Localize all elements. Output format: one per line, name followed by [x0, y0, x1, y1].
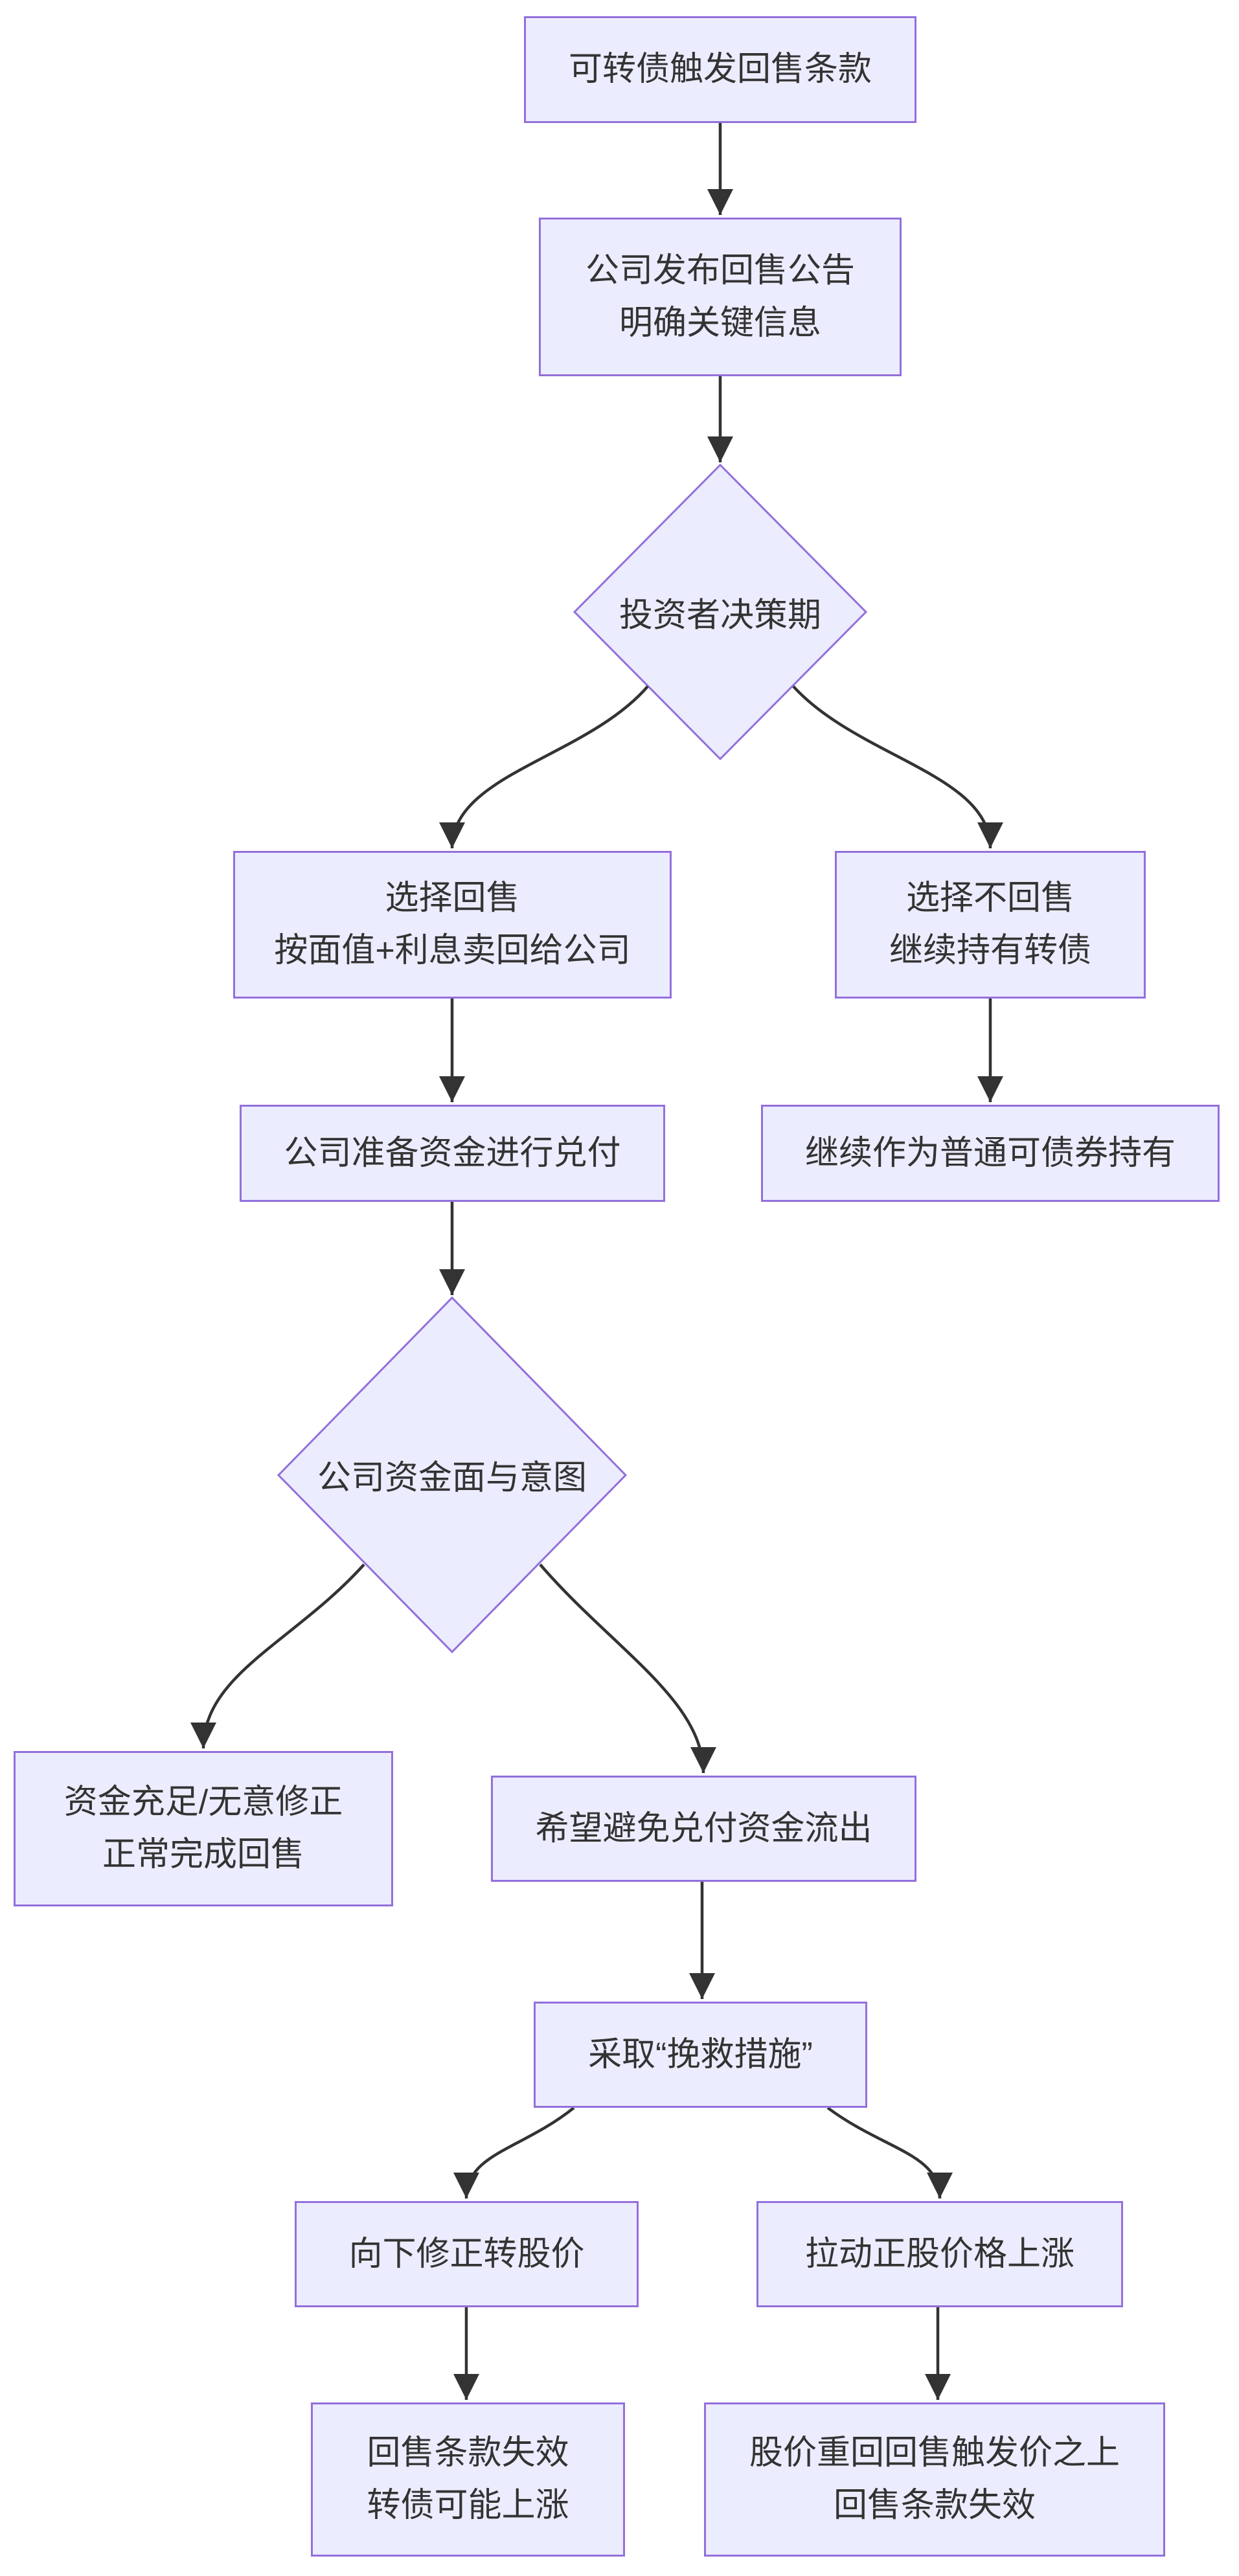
edge-decision-company-sufficient [190, 1563, 365, 1749]
node-boost-stock-price: 拉动正股价格上涨 [756, 2201, 1123, 2307]
decision-diamond-company [277, 1296, 628, 1654]
node-price-back-above-trigger-label-line1: 股价重回回售触发价之上 [749, 2434, 1120, 2472]
node-funds-sufficient-label-line1: 资金充足/无意修正 [63, 1783, 343, 1822]
edge-decision-investor-hold [792, 685, 1003, 849]
node-revise-conversion-price-label: 向下修正转股价 [348, 2235, 585, 2273]
edge-rescue-boost [826, 2107, 953, 2199]
node-announce: 公司发布回售公告 明确关键信息 [539, 218, 902, 376]
edge-decision-company-avoid [539, 1563, 716, 1774]
decision-investor-label: 投资者决策期 [619, 596, 822, 635]
decision-company-label: 公司资金面与意图 [317, 1459, 587, 1497]
decision-diamond-investor [573, 463, 868, 761]
node-announce-label-line1: 公司发布回售公告 [585, 251, 855, 289]
node-hold-on-label-line1: 选择不回售 [905, 879, 1074, 918]
node-price-back-above-trigger-label-line2: 回售条款失效 [833, 2487, 1036, 2524]
node-funds-sufficient: 资金充足/无意修正 正常完成回售 [14, 1751, 393, 1906]
node-avoid-outflow: 希望避免兑付资金流出 [491, 1776, 916, 1882]
node-rescue-measures: 采取“挽救措施” [534, 2002, 867, 2108]
node-boost-stock-price-label: 拉动正股价格上涨 [804, 2235, 1074, 2273]
node-sell-back: 选择回售 按面值+利息卖回给公司 [233, 851, 672, 999]
node-hold-on: 选择不回售 继续持有转债 [835, 851, 1146, 999]
node-revise-conversion-price: 向下修正转股价 [295, 2201, 639, 2307]
node-clause-void-label-line1: 回售条款失效 [367, 2434, 569, 2472]
node-sell-back-label-line1: 选择回售 [385, 879, 520, 918]
node-avoid-outflow-label: 希望避免兑付资金流出 [535, 1809, 872, 1847]
node-prepare-funds-label: 公司准备资金进行兑付 [284, 1134, 621, 1172]
node-prepare-funds: 公司准备资金进行兑付 [240, 1105, 665, 1202]
node-hold-as-bond-label: 继续作为普通可债券持有 [804, 1134, 1176, 1172]
node-hold-on-label-line2: 继续持有转债 [889, 932, 1091, 969]
node-clause-void: 回售条款失效 转债可能上涨 [311, 2402, 625, 2557]
node-clause-void-label-line2: 转债可能上涨 [367, 2487, 569, 2524]
edge-decision-investor-sell [439, 685, 649, 849]
node-trigger-clause-label: 可转债触发回售条款 [568, 51, 872, 89]
node-announce-label-line2: 明确关键信息 [619, 304, 821, 342]
node-funds-sufficient-label-line2: 正常完成回售 [102, 1836, 304, 1873]
node-price-back-above-trigger: 股价重回回售触发价之上 回售条款失效 [704, 2402, 1165, 2557]
node-sell-back-label-line2: 按面值+利息卖回给公司 [274, 932, 631, 969]
node-rescue-measures-label: 采取“挽救措施” [588, 2035, 813, 2073]
node-trigger-clause: 可转债触发回售条款 [524, 16, 916, 123]
node-hold-as-bond: 继续作为普通可债券持有 [761, 1105, 1220, 1202]
edge-rescue-revise [453, 2107, 575, 2199]
